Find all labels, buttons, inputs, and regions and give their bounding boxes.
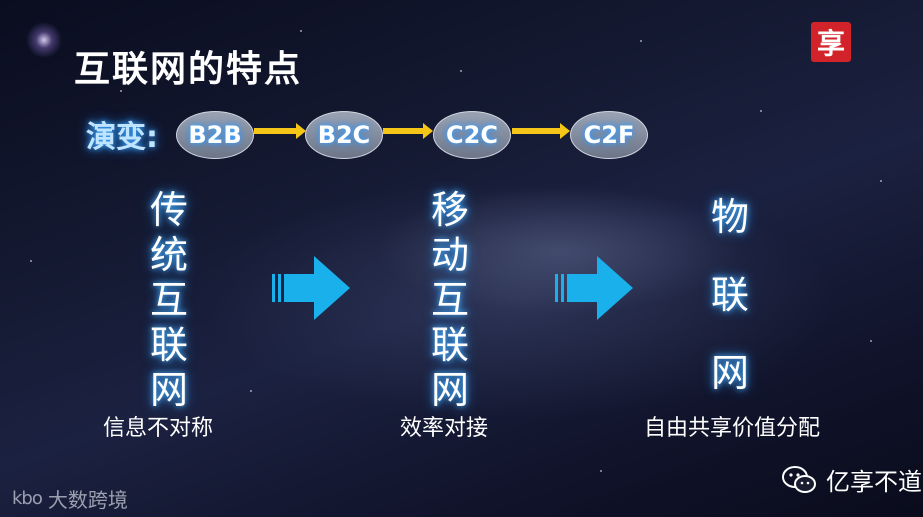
evolution-label: 演变:: [86, 120, 158, 155]
share-logo-char: 享: [816, 27, 845, 60]
stage-b2b: B2B: [176, 111, 254, 159]
column-iot: 物 联 网: [710, 195, 749, 395]
corner-brand: kbo 大数跨境: [12, 484, 128, 513]
caption-info-asymmetry: 信息不对称: [103, 416, 214, 441]
wechat-icon: [782, 465, 816, 493]
column-mobile-internet: 移 动 互 联 网: [430, 188, 469, 412]
corner-brand-text: 大数跨境: [47, 488, 128, 512]
page-title: 互联网的特点: [74, 49, 303, 90]
big-arrow-right-icon: [272, 256, 350, 320]
big-arrow-right-icon: [555, 256, 633, 320]
column-traditional-internet: 传 统 互 联 网: [149, 188, 188, 412]
caption-efficiency-matching: 效率对接: [400, 416, 489, 441]
arrow-right-icon: [383, 123, 433, 139]
watermark-text: 亿享不道: [826, 468, 922, 496]
corner-brand-mark: kbo: [12, 488, 43, 509]
stage-c2f: C2F: [570, 111, 648, 159]
arrow-right-icon: [254, 123, 306, 139]
arrow-right-icon: [512, 123, 570, 139]
stage-b2c: B2C: [305, 111, 383, 159]
share-logo: 享: [811, 22, 851, 62]
caption-free-sharing: 自由共享价值分配: [644, 416, 821, 441]
wechat-watermark: 亿享不道: [782, 462, 922, 497]
stage-c2c: C2C: [433, 111, 511, 159]
